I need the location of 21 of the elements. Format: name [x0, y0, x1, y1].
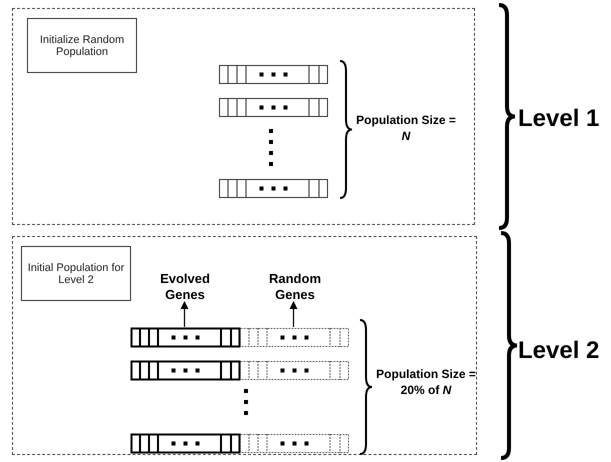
dashed-panel [12, 236, 477, 455]
gene-type-label: Evolved Genes [141, 271, 229, 303]
process-box: Initial Population for Level 2 [21, 246, 131, 301]
chromosome-bar [219, 179, 328, 198]
population-size-label: Population Size = N [355, 112, 457, 144]
level-label: Level 1 [518, 104, 600, 134]
gene-type-label: Random Genes [251, 271, 339, 303]
random-gene-segment [240, 434, 349, 453]
chromosome-bar [219, 98, 328, 117]
random-gene-segment [240, 328, 349, 347]
population-size-label: Population Size = 20% of N [375, 366, 477, 398]
level-label: Level 2 [518, 336, 600, 366]
arrow [290, 301, 298, 327]
arrow [180, 301, 188, 327]
evolved-gene-segment [131, 434, 240, 453]
dashed-panel [12, 8, 475, 225]
chromosome-bar [219, 65, 328, 84]
random-gene-segment [240, 361, 349, 380]
evolved-gene-segment [131, 361, 240, 380]
evolved-gene-segment [131, 328, 240, 347]
process-box: Initialize Random Population [27, 18, 137, 73]
